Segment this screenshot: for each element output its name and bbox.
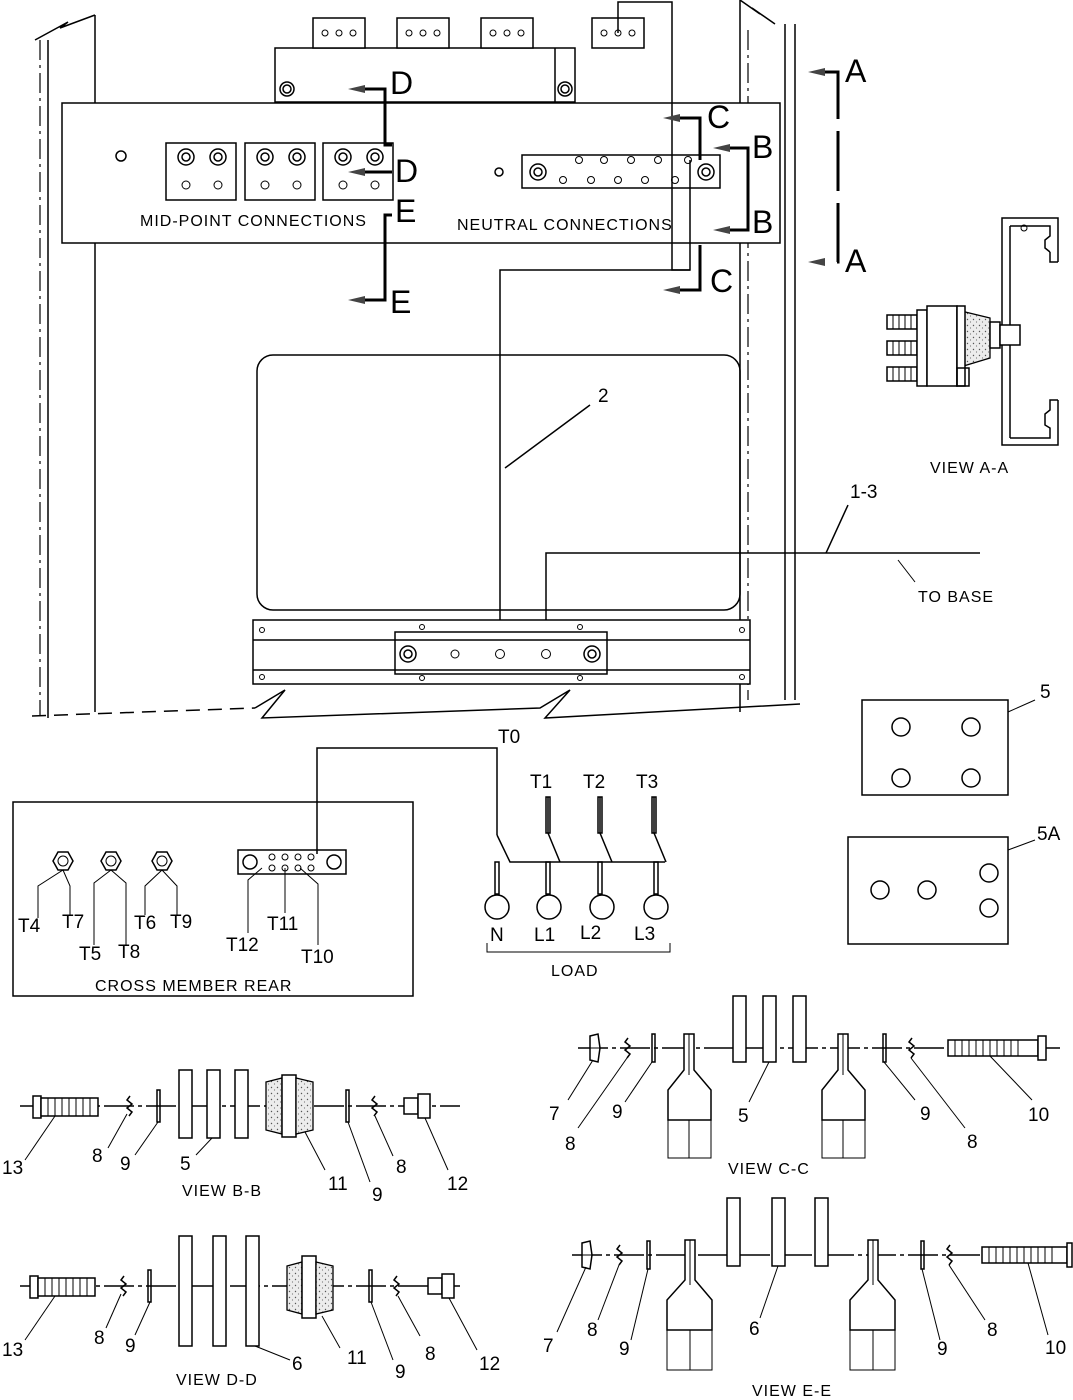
- label-t3: T3: [636, 772, 658, 793]
- dd-callout-9a: 9: [125, 1336, 136, 1357]
- plate-5: 5: [861, 682, 1051, 796]
- view-b-b: 13 8 9 5 11 9 8 12 VIEW B-B: [2, 1069, 468, 1206]
- label-l3: L3: [634, 924, 655, 945]
- plate-5a-callout: 5A: [1037, 824, 1061, 845]
- label-t11: T11: [267, 914, 298, 935]
- bb-callout-13: 13: [2, 1158, 23, 1179]
- top-terminal-blocks: [274, 17, 645, 103]
- section-a-top: A: [845, 53, 867, 89]
- label-t6: T6: [134, 913, 156, 934]
- ee-callout-6: 6: [749, 1319, 760, 1340]
- cable-lug-right-ee: [849, 1239, 896, 1371]
- view-b-b-title: VIEW B-B: [182, 1183, 262, 1200]
- label-l2: L2: [580, 923, 601, 944]
- ee-callout-10: 10: [1045, 1338, 1066, 1359]
- section-a-bottom: A: [845, 243, 867, 279]
- label-t10: T10: [301, 947, 334, 968]
- view-c-c: 7 8 9 5 9 8 10 VIEW C-C: [549, 995, 1060, 1178]
- section-c-bottom: C: [710, 263, 733, 299]
- bb-callout-8b: 8: [396, 1157, 407, 1178]
- section-b-bottom: B: [752, 204, 773, 240]
- label-t9: T9: [170, 912, 192, 933]
- plate-5-callout: 5: [1040, 682, 1051, 703]
- callout-2: 2: [598, 386, 609, 407]
- section-e-top: E: [395, 193, 416, 229]
- cc-callout-9b: 9: [920, 1104, 931, 1125]
- cross-member-rear-title: CROSS MEMBER REAR: [95, 978, 292, 995]
- midpoint-connections-label: MID-POINT CONNECTIONS: [140, 213, 367, 230]
- to-base-label: TO BASE: [918, 589, 994, 606]
- cross-member-rear: T4 T7 T5 T8 T6 T9 T12 T11 T10 CROSS MEMB…: [12, 747, 498, 997]
- cc-callout-5: 5: [738, 1106, 749, 1127]
- label-t4: T4: [18, 916, 41, 937]
- neutral-bar: [521, 154, 721, 189]
- cable-lug-right: [821, 1033, 866, 1159]
- callout-1-3: 1-3: [850, 482, 877, 503]
- terminal-plate: MID-POINT CONNECTIONS NEUTRAL CONNECTION…: [61, 102, 781, 244]
- access-opening: [256, 354, 741, 611]
- dd-callout-8b: 8: [425, 1344, 436, 1365]
- view-a-a-title: VIEW A-A: [930, 460, 1009, 477]
- bb-callout-12: 12: [447, 1174, 468, 1195]
- cc-callout-8a: 8: [565, 1134, 576, 1155]
- dd-callout-9b: 9: [395, 1362, 406, 1383]
- label-t8: T8: [118, 942, 140, 963]
- neutral-lead-wire: [617, 1, 691, 271]
- bb-callout-9b: 9: [372, 1185, 383, 1206]
- cross-member-bar: [252, 619, 751, 685]
- load-connections: T0 T1 T2 T3 N L1 L2 L3 LOAD: [484, 727, 671, 980]
- section-c-top: C: [707, 99, 730, 135]
- cable-lug-left: [667, 1033, 712, 1159]
- view-d-d: 13 8 9 6 11 9 8 12 VIEW D-D: [2, 1235, 500, 1389]
- bb-callout-5: 5: [180, 1154, 191, 1175]
- section-d-top: D: [390, 65, 413, 101]
- label-l1: L1: [534, 925, 555, 946]
- label-t5: T5: [79, 944, 101, 965]
- section-b-top: B: [752, 129, 773, 165]
- label-t2: T2: [583, 772, 605, 793]
- section-e-bottom: E: [390, 284, 411, 320]
- terminal-lugs: [52, 851, 173, 871]
- ee-callout-8a: 8: [587, 1320, 598, 1341]
- midpoint-blocks: [165, 142, 394, 201]
- bb-callout-9a: 9: [120, 1154, 131, 1175]
- ee-callout-8b: 8: [987, 1320, 998, 1341]
- label-t0: T0: [498, 727, 520, 748]
- cable-lug-left-ee: [666, 1239, 713, 1371]
- dd-callout-8a: 8: [94, 1328, 105, 1349]
- view-d-d-title: VIEW D-D: [176, 1372, 258, 1389]
- plate-5a: 5A: [847, 824, 1061, 945]
- label-n: N: [490, 925, 504, 946]
- bb-callout-8a: 8: [92, 1146, 103, 1167]
- section-markers: D D E E C C B B A A: [348, 53, 867, 320]
- dd-callout-13: 13: [2, 1340, 23, 1361]
- cc-callout-7: 7: [549, 1104, 560, 1125]
- ee-callout-7: 7: [543, 1336, 554, 1357]
- view-c-c-title: VIEW C-C: [728, 1161, 810, 1178]
- section-d-bottom: D: [395, 153, 418, 189]
- label-t1: T1: [530, 772, 552, 793]
- ee-callout-9a: 9: [619, 1339, 630, 1360]
- view-a-a: VIEW A-A: [886, 217, 1059, 477]
- cc-callout-9a: 9: [612, 1102, 623, 1123]
- cc-callout-10: 10: [1028, 1105, 1049, 1126]
- dd-callout-12: 12: [479, 1354, 500, 1375]
- view-e-e-title: VIEW E-E: [752, 1383, 832, 1400]
- view-e-e: 7 8 9 6 9 8 10 VIEW E-E: [543, 1197, 1073, 1400]
- leads-to-base: 2 1-3 TO BASE: [499, 269, 994, 653]
- neutral-connections-label: NEUTRAL CONNECTIONS: [457, 217, 673, 234]
- label-t12: T12: [226, 935, 259, 956]
- cc-callout-8b: 8: [967, 1132, 978, 1153]
- dd-callout-6: 6: [292, 1354, 303, 1375]
- load-title: LOAD: [551, 963, 599, 980]
- dd-callout-11: 11: [347, 1348, 367, 1369]
- ee-callout-9b: 9: [937, 1339, 948, 1360]
- bb-callout-11: 11: [328, 1174, 348, 1195]
- label-t7: T7: [62, 912, 84, 933]
